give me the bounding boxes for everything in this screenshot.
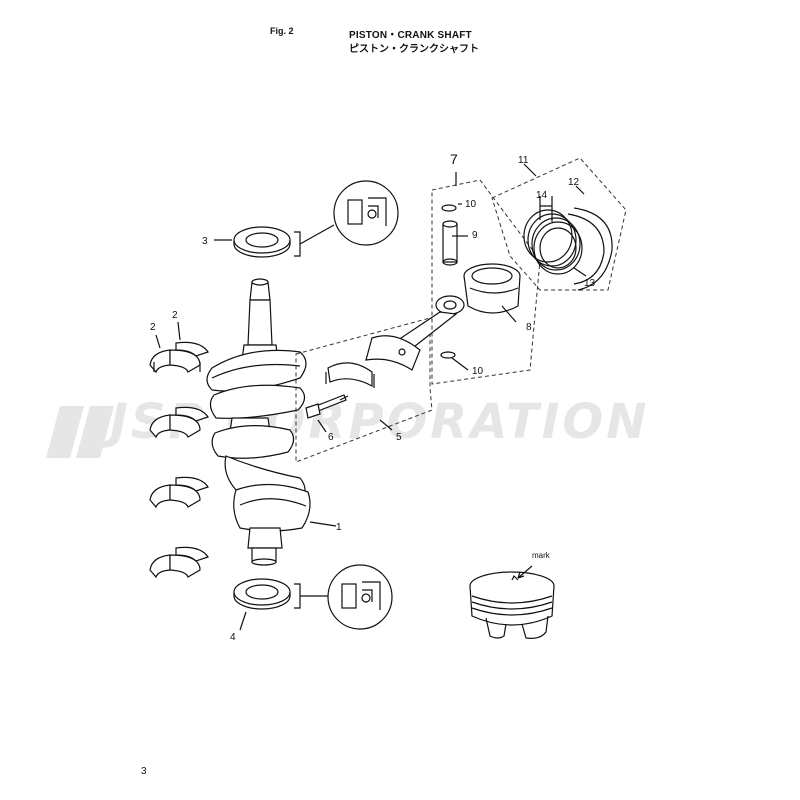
conrod-assembly-box	[295, 317, 433, 463]
mark-arrow-icon	[517, 565, 533, 579]
main-bearing-set-4[interactable]	[149, 546, 209, 579]
crankshaft[interactable]	[206, 278, 311, 566]
main-bearing-set-1[interactable]	[149, 341, 209, 374]
piston[interactable]	[463, 263, 521, 314]
conrod-bolt[interactable]	[305, 394, 347, 419]
callout-12: 12	[568, 177, 580, 188]
mark-label: mark	[532, 551, 551, 560]
callout-10-lower: 10	[472, 366, 484, 377]
callout-11: 11	[518, 155, 529, 166]
callout-7: 7	[450, 151, 458, 167]
connecting-rod-cap[interactable]	[325, 362, 375, 388]
callout-1: 1	[336, 522, 342, 533]
callout-5: 5	[396, 432, 402, 443]
piston-mark-view	[469, 565, 555, 639]
callout-2-left: 2	[150, 322, 156, 333]
piston-pin[interactable]	[442, 220, 458, 266]
seal-detail-upper	[294, 180, 399, 257]
callout-2-right: 2	[172, 310, 178, 321]
callout-3: 3	[202, 236, 208, 247]
circlip-upper[interactable]	[441, 204, 457, 212]
oil-seal-lower[interactable]	[233, 578, 291, 610]
oil-seal-upper[interactable]	[233, 226, 291, 258]
piston-assembly-box	[431, 179, 541, 385]
callout-4: 4	[230, 632, 236, 643]
callout-14: 14	[536, 190, 548, 201]
seal-detail-lower	[294, 564, 393, 630]
figure-number: Fig. 2	[270, 26, 294, 36]
piston-rings[interactable]	[523, 207, 613, 291]
callout-10-upper: 10	[465, 199, 477, 210]
connecting-rod[interactable]	[365, 295, 465, 371]
main-bearing-set-3[interactable]	[149, 476, 209, 509]
callout-9: 9	[472, 230, 478, 241]
figure-title-en: PISTON・CRANK SHAFT	[349, 30, 472, 41]
ring-set-box	[491, 157, 627, 291]
figure-title-jp: ピストン・クランクシャフト	[349, 44, 479, 55]
circlip-lower[interactable]	[440, 351, 456, 359]
page-number: 3	[141, 766, 147, 777]
figure-header: Fig. 2 PISTON・CRANK SHAFT ピストン・クランクシャフト	[0, 24, 800, 64]
callout-8: 8	[526, 322, 532, 333]
main-bearing-set-2[interactable]	[149, 406, 209, 439]
callout-6: 6	[328, 432, 334, 443]
callout-13: 13	[584, 278, 596, 289]
